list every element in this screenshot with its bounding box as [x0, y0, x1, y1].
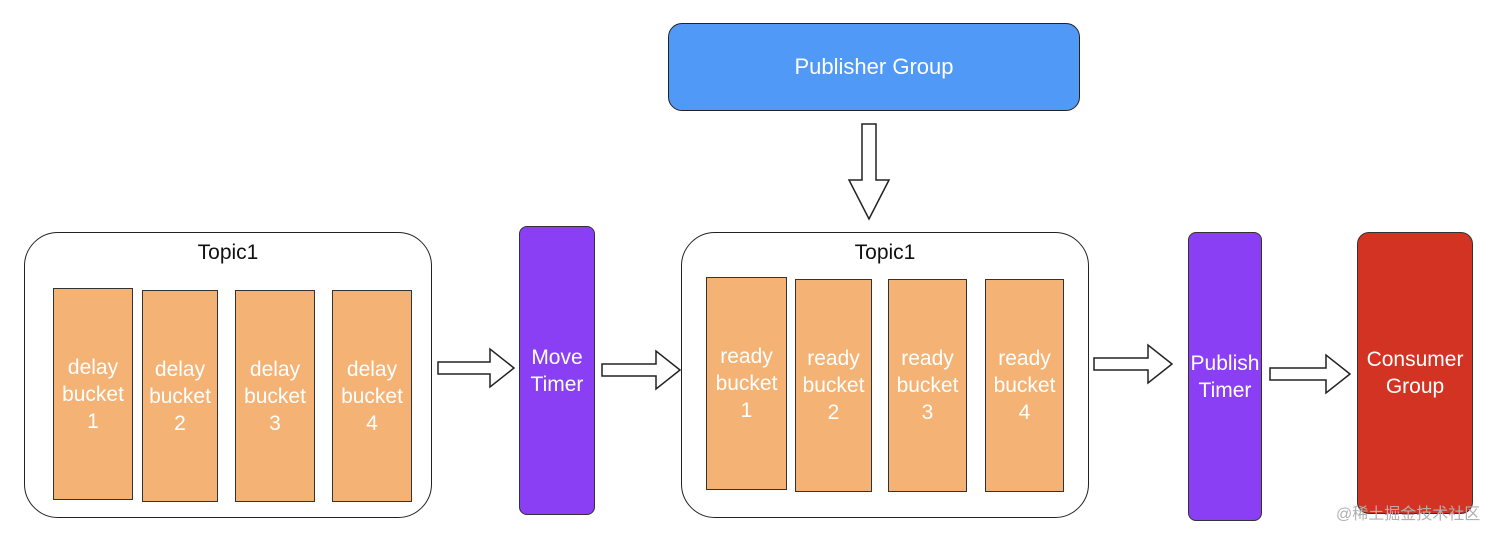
publisher-down-arrow [847, 123, 891, 221]
move-timer-box: Move Timer [519, 226, 595, 515]
delay-topic-title: Topic1 [197, 241, 259, 264]
publisher-group-box: Publisher Group [668, 23, 1080, 111]
arrow-move-timer-to-ready [601, 349, 682, 391]
ready-bucket-2: ready bucket 2 [795, 279, 872, 492]
delay-bucket-3: delay bucket 3 [235, 290, 315, 502]
delay-bucket-1: delay bucket 1 [53, 288, 133, 500]
ready-bucket-4: ready bucket 4 [985, 279, 1064, 492]
ready-bucket-3: ready bucket 3 [888, 279, 967, 492]
publish-timer-box: Publish Timer [1188, 232, 1262, 521]
arrow-publish-timer-to-consumer [1269, 353, 1352, 395]
delay-bucket-2: delay bucket 2 [142, 290, 218, 502]
ready-topic-title: Topic1 [854, 241, 916, 264]
ready-bucket-1: ready bucket 1 [706, 277, 787, 490]
arrow-ready-to-publish-timer [1093, 343, 1174, 385]
arrow-delay-to-move-timer [437, 347, 516, 389]
consumer-group-box: Consumer Group [1357, 232, 1473, 514]
watermark-text: @稀土掘金技术社区 [1336, 506, 1481, 523]
delay-bucket-4: delay bucket 4 [332, 290, 412, 502]
